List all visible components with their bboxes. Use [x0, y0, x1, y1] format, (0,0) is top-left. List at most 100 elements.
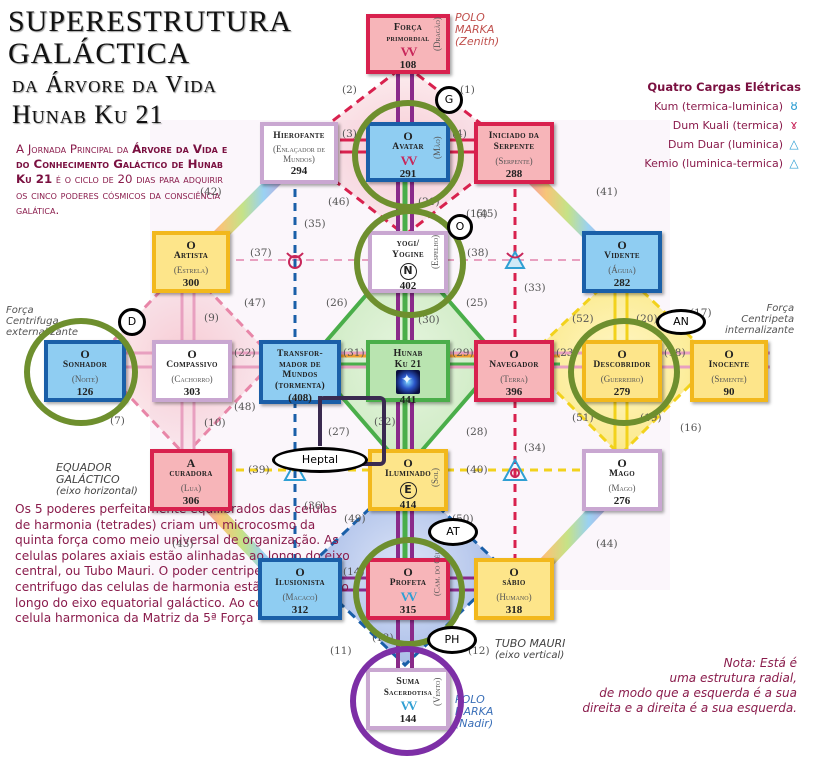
edge-label: (44) [596, 538, 618, 550]
edge-label: (45) [476, 208, 498, 220]
edge-label: (40) [466, 464, 488, 476]
node-tribe: (Mago) [608, 483, 636, 493]
edge-label: (36) [304, 500, 326, 512]
node-hunab-ku-21[interactable]: Hunab Ku 21 441 [366, 340, 450, 406]
node-number: 276 [613, 495, 631, 507]
node-pre: O [187, 347, 197, 361]
node-tribe: (Enlaçador de Mundos) [272, 144, 326, 164]
node-sabio[interactable]: O sábio (Humano) 318 [474, 558, 554, 620]
intro-part-2: é o ciclo de 20 dias para adquirir os ci… [16, 172, 223, 217]
label-line: Força [6, 305, 34, 316]
annotation-ring-descobridor [568, 318, 680, 426]
kum-charge-glyphs [283, 249, 528, 481]
edge-label: (33) [524, 282, 546, 294]
intro-text: A Jornada Principal da Árvore da Vida e … [16, 142, 231, 218]
node-tribe: (Semente) [711, 374, 747, 384]
node-curadora[interactable]: A curadora (Lua) 306 [150, 449, 232, 511]
title-line-3: da Árvore da Vida [12, 72, 217, 98]
label-line: Centrifuga [6, 316, 59, 327]
node-name: Iluminado [384, 469, 432, 479]
edge-label: (28) [466, 426, 488, 438]
annotation-ring-sonhador [24, 318, 138, 426]
node-name: Ilusionista [275, 578, 325, 588]
dum-duar-icon: △ [789, 137, 799, 151]
edge-label: (37) [250, 247, 272, 259]
label-line: TUBO MAURI [495, 637, 566, 650]
legend-item: Kum (termica-luminica)ȣ [644, 97, 801, 116]
legend-label: Dum Kuali (termica) [672, 119, 783, 132]
node-number: 288 [505, 168, 523, 180]
edge-label: (30) [418, 314, 440, 326]
annotation-ring-suma-sacerdotisa [350, 646, 464, 756]
edge-label: (26) [326, 297, 348, 309]
edge-label: (11) [330, 645, 352, 657]
edge-label: (47) [244, 297, 266, 309]
annotation-ring-yogi [354, 208, 466, 318]
node-navegador[interactable]: O Navegador (Terra) 396 [474, 340, 554, 402]
node-number: 441 [399, 394, 417, 406]
kemio-glyph [502, 457, 528, 481]
node-pre: O [617, 238, 627, 252]
node-name: Inocente [708, 360, 750, 370]
node-number: 306 [182, 495, 200, 507]
legend-item: Dum Kuali (termica)ɤ [644, 116, 801, 135]
edge-label: (51) [572, 412, 594, 424]
node-number: 90 [723, 386, 735, 398]
node-ilusionista[interactable]: O Ilusionista (Macaco) 312 [258, 558, 342, 620]
equador-galactico-label: EQUADOR GALÁCTICO (eixo horizontal) [56, 462, 138, 498]
node-name: curadora [169, 469, 213, 479]
node-name: Transfor-mador de Mundos (tormenta) [275, 349, 325, 391]
edge-label: (38) [467, 247, 489, 259]
node-name: sábio [502, 578, 526, 588]
edge-label: (49) [344, 513, 366, 525]
node-inocente[interactable]: O Inocente (Semente) 90 [690, 340, 768, 402]
label-line: Força [766, 303, 795, 314]
badge-g: G [435, 86, 463, 114]
note: Nota: Está é uma estrutura radial, de mo… [582, 656, 797, 716]
node-name: Ku 21 [394, 359, 422, 370]
node-pre: O [617, 456, 627, 470]
edge-label: (52) [572, 313, 594, 325]
note-line: uma estrutura radial, [669, 671, 798, 685]
node-artista[interactable]: O Artista (Estrela) 300 [152, 231, 230, 293]
title-line-2: GALÁCTICA [8, 37, 191, 70]
node-pre: O [509, 565, 519, 579]
node-compassivo[interactable]: O Compassivo (Cachorro) 303 [152, 340, 232, 402]
label-line: GALÁCTICO [56, 473, 120, 486]
node-hierofante[interactable]: Hierofante (Enlaçador de Mundos) 294 [260, 122, 338, 184]
node-forca-primordial[interactable]: Força primordial VV 108 (Dragão) [366, 14, 450, 74]
node-mago[interactable]: O Mago (Mago) 276 [582, 449, 662, 511]
legend-label: Kemio (luminica-termica) [644, 157, 783, 170]
intro-bold: Árvore da Vida e do Conhecimento Galácti… [16, 142, 228, 187]
node-tribe: (Estrela) [173, 265, 209, 275]
edge-label: (9) [204, 312, 219, 324]
edge-label: (3) [342, 128, 357, 140]
node-tribe: (Sol) [430, 468, 440, 487]
intro-part-1: A Jornada Principal da [16, 142, 129, 156]
edge-label: (10) [204, 417, 226, 429]
node-pre: Força [393, 22, 423, 33]
node-iluminado[interactable]: O Iluminado E 414 (Sol) [368, 449, 448, 511]
polo-darka-line: DARKA [455, 705, 494, 718]
node-vidente[interactable]: O Vidente (Águia) 282 [582, 231, 662, 293]
node-transformador-de-mundos[interactable]: Transfor-mador de Mundos (tormenta) (408… [259, 340, 341, 404]
node-pre: O [509, 347, 519, 361]
title-line-1: SUPERESTRUTURA [8, 5, 293, 38]
polo-marka-label: POLO MARKA (Zenith) [455, 12, 499, 48]
legend: Quatro Cargas Elétricas Kum (termica-lum… [644, 80, 801, 173]
edge-label: (15) [466, 208, 488, 220]
node-name: Compassivo [166, 360, 218, 370]
node-iniciado-da-serpente[interactable]: Iniciado da Serpente (Serpente) 288 [474, 122, 554, 184]
label-line: internalizante [725, 325, 795, 336]
badge-ph: PH [427, 626, 477, 654]
dum-kuali-glyph [288, 255, 302, 269]
polo-marka-line: (Zenith) [455, 35, 500, 48]
edge-label: (2) [342, 84, 357, 96]
legend-label: Kum (termica-luminica) [654, 100, 783, 113]
node-number: (408) [288, 392, 312, 404]
polo-darka-line: (Nadir) [455, 717, 494, 730]
badge-o: O [447, 214, 473, 240]
node-name: Navegador [489, 360, 539, 370]
node-name: Hierofante [273, 131, 325, 141]
node-tribe: (Macaco) [282, 592, 318, 602]
